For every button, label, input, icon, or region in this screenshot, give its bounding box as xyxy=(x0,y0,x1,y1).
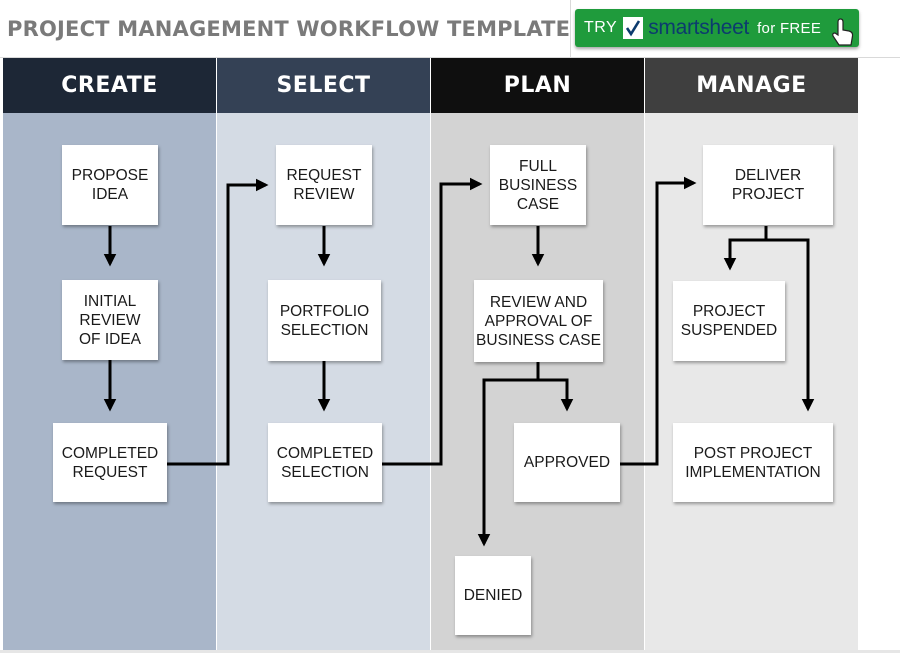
node-review-approval: REVIEW AND APPROVAL OF BUSINESS CASE xyxy=(474,280,603,362)
node-post-project: POST PROJECT IMPLEMENTATION xyxy=(673,423,833,502)
lane-header-select: SELECT xyxy=(217,58,430,113)
page-title: PROJECT MANAGEMENT WORKFLOW TEMPLATE xyxy=(7,17,571,41)
sheet-bottom-bar xyxy=(0,650,900,653)
try-smartsheet-free-button[interactable]: TRY smartsheet for FREE xyxy=(575,9,859,47)
hand-cursor-icon xyxy=(830,18,856,53)
node-project-suspended: PROJECT SUSPENDED xyxy=(673,281,785,361)
node-approved: APPROVED xyxy=(514,423,620,502)
for-free-label: for FREE xyxy=(757,19,822,37)
node-deliver-project: DELIVER PROJECT xyxy=(703,145,833,225)
node-propose-idea: PROPOSE IDEA xyxy=(62,145,158,225)
node-denied: DENIED xyxy=(455,556,531,635)
node-initial-review: INITIAL REVIEW OF IDEA xyxy=(62,280,158,360)
node-request-review: REQUEST REVIEW xyxy=(276,145,372,225)
lane-header-manage: MANAGE xyxy=(645,58,858,113)
node-full-business-case: FULL BUSINESS CASE xyxy=(490,145,586,225)
lane-header-plan: PLAN xyxy=(431,58,644,113)
header-cell-border xyxy=(570,0,571,57)
node-completed-selection: COMPLETED SELECTION xyxy=(268,423,382,502)
lane-header-create: CREATE xyxy=(3,58,216,113)
node-completed-request: COMPLETED REQUEST xyxy=(53,423,167,502)
smartsheet-logo-text: smartsheet xyxy=(648,16,750,39)
node-portfolio-selection: PORTFOLIO SELECTION xyxy=(268,280,381,361)
header-divider-line xyxy=(0,57,900,58)
checkmark-icon xyxy=(623,17,644,39)
try-label: TRY xyxy=(584,19,618,36)
